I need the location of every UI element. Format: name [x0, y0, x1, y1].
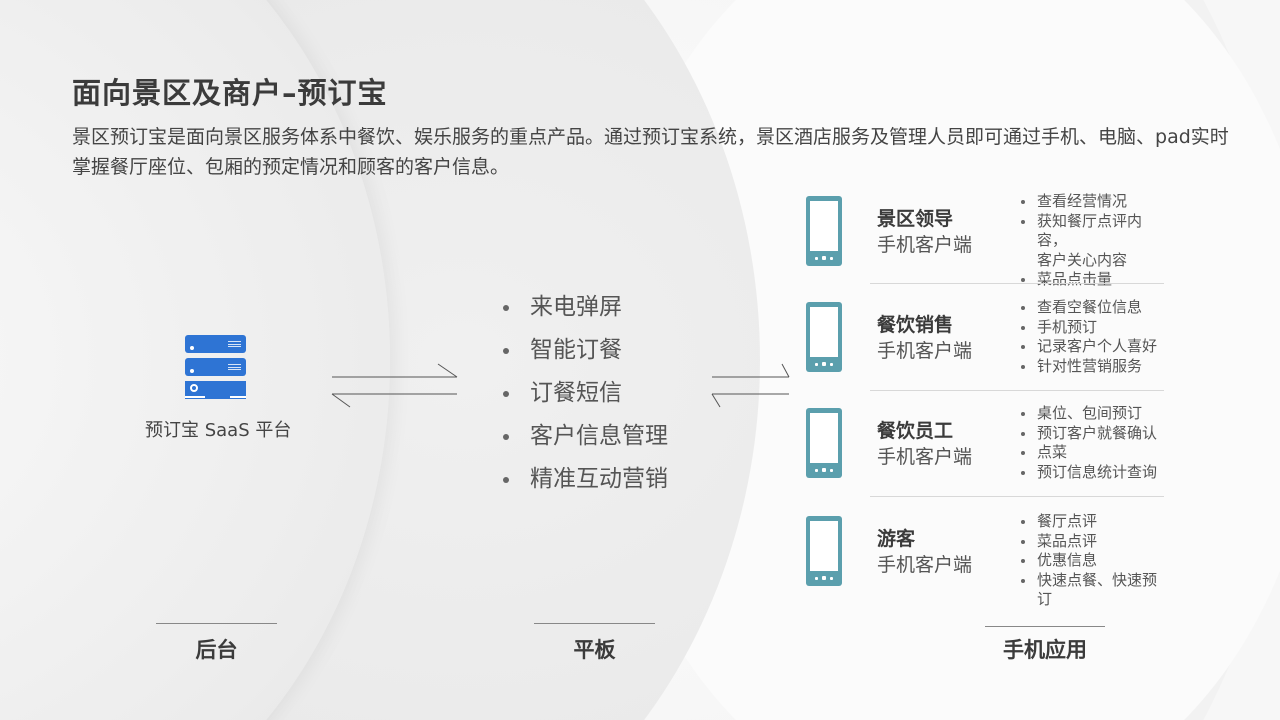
role-card-catering-sales: 餐饮销售 手机客户端 查看空餐位信息 手机预订 记录客户个人喜好 针对性营销服务	[800, 294, 1170, 400]
role-client: 手机客户端	[877, 554, 973, 576]
page-description: 景区预订宝是面向景区服务体系中餐饮、娱乐服务的重点产品。通过预订宝系统，景区酒店…	[72, 126, 1229, 178]
role-feature: 获知餐厅点评内容，	[1020, 212, 1170, 251]
server-icon	[185, 335, 246, 399]
role-feature: 手机预订	[1020, 318, 1157, 338]
role-name: 餐饮员工	[877, 420, 954, 442]
tablet-feature-list: 来电弹屏 智能订餐 订餐短信 客户信息管理 精准互动营销	[500, 290, 668, 505]
role-feature: 菜品点评	[1020, 532, 1170, 552]
role-name: 游客	[877, 528, 916, 550]
role-feature: 快速点餐、快速预订	[1020, 571, 1170, 610]
tablet-feature: 精准互动营销	[500, 462, 668, 505]
server-label: 预订宝 SaaS 平台	[145, 420, 292, 441]
role-card-tourist: 游客 手机客户端 餐厅点评 菜品点评 优惠信息 快速点餐、快速预订	[800, 508, 1170, 614]
role-feature: 点菜	[1020, 443, 1157, 463]
role-feature: 预订客户就餐确认	[1020, 424, 1157, 444]
tablet-feature: 客户信息管理	[500, 419, 668, 462]
footer-divider	[534, 623, 655, 624]
role-client: 手机客户端	[877, 340, 973, 362]
role-feature: 记录客户个人喜好	[1020, 337, 1157, 357]
divider	[870, 283, 1164, 284]
role-feature: 桌位、包间预订	[1020, 404, 1157, 424]
role-feature-list: 查看经营情况 获知餐厅点评内容， 客户关心内容 菜品点击量	[1020, 192, 1170, 290]
role-feature-list: 餐厅点评 菜品点评 优惠信息 快速点餐、快速预订	[1020, 512, 1170, 610]
bidirectional-arrow-icon	[330, 363, 460, 409]
role-feature: 优惠信息	[1020, 551, 1170, 571]
role-name: 餐饮销售	[877, 314, 954, 336]
role-client: 手机客户端	[877, 446, 973, 468]
bidirectional-arrow-icon	[710, 363, 792, 409]
footer-label-tablet: 平板	[573, 638, 616, 662]
footer-divider	[985, 626, 1105, 627]
tablet-feature: 智能订餐	[500, 333, 668, 376]
divider	[870, 390, 1164, 391]
phone-icon	[806, 408, 842, 478]
role-feature-list: 查看空餐位信息 手机预订 记录客户个人喜好 针对性营销服务	[1020, 298, 1157, 376]
page-title: 面向景区及商户–预订宝	[72, 76, 388, 110]
role-feature: 查看空餐位信息	[1020, 298, 1157, 318]
tablet-feature: 订餐短信	[500, 376, 668, 419]
role-feature: 餐厅点评	[1020, 512, 1170, 532]
role-feature-list: 桌位、包间预订 预订客户就餐确认 点菜 预订信息统计查询	[1020, 404, 1157, 482]
footer-label-backend: 后台	[195, 638, 238, 662]
role-feature: 预订信息统计查询	[1020, 463, 1157, 483]
footer-label-mobile: 手机应用	[1003, 638, 1087, 662]
phone-icon	[806, 196, 842, 266]
phone-icon	[806, 302, 842, 372]
tablet-feature: 来电弹屏	[500, 290, 668, 333]
phone-icon	[806, 516, 842, 586]
role-name: 景区领导	[877, 208, 954, 230]
role-card-catering-staff: 餐饮员工 手机客户端 桌位、包间预订 预订客户就餐确认 点菜 预订信息统计查询	[800, 400, 1170, 506]
role-card-scenic-leader: 景区领导 手机客户端 查看经营情况 获知餐厅点评内容， 客户关心内容 菜品点击量	[800, 188, 1170, 294]
role-feature: 菜品点击量	[1020, 270, 1170, 290]
role-feature: 针对性营销服务	[1020, 357, 1157, 377]
role-feature: 查看经营情况	[1020, 192, 1170, 212]
divider	[870, 496, 1164, 497]
role-client: 手机客户端	[877, 234, 973, 256]
footer-divider	[156, 623, 277, 624]
role-feature: 客户关心内容	[1037, 250, 1128, 269]
